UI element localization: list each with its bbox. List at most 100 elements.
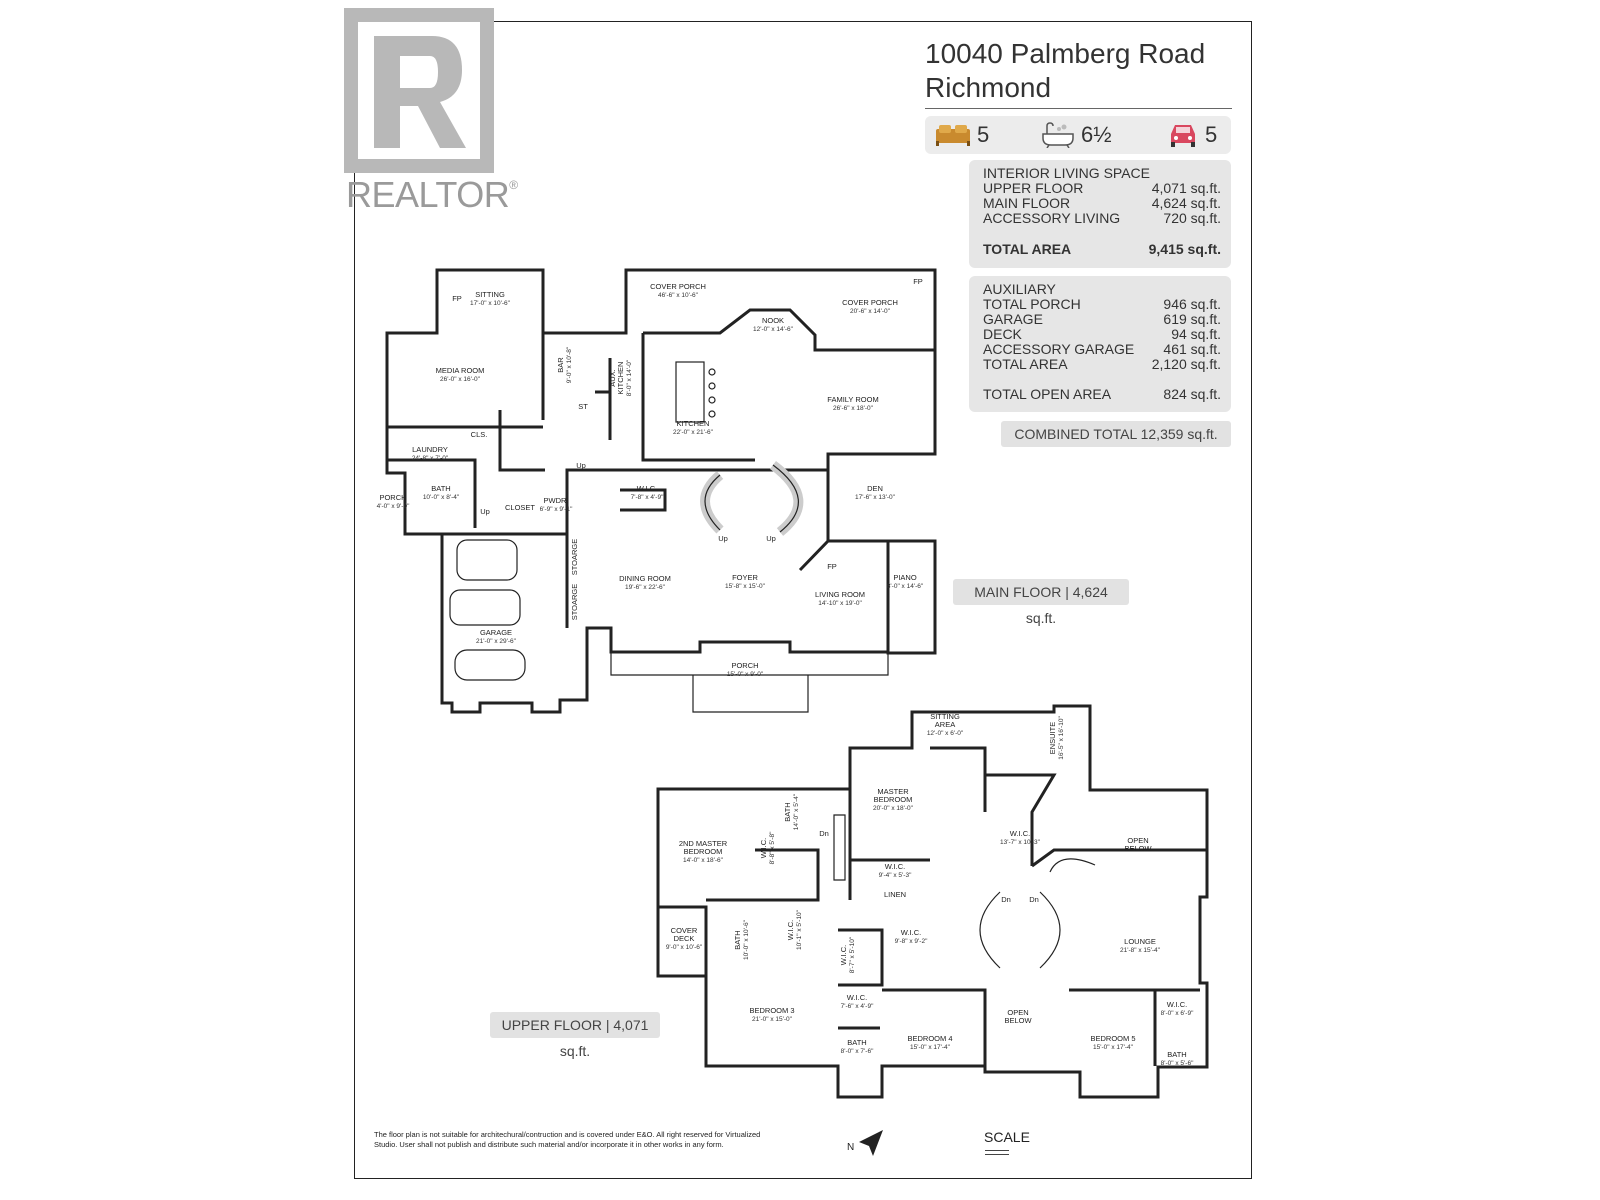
upper-room-dimensions: 14'-0" x 18'-6" (683, 857, 724, 864)
main-room-dimensions: 21'-0" x 29'-6" (476, 638, 517, 645)
bedrooms-count: 5 (977, 122, 990, 147)
main-room-name: MEDIA ROOM (436, 366, 485, 375)
upper-room-dimensions: 16'-5" x 16'-10" (1058, 716, 1065, 760)
upper-floor-label: UPPER FLOOR | 4,071 sq.ft. (490, 1012, 660, 1059)
main-room-dimensions: 20'-6" x 14'-0" (850, 308, 891, 315)
main-room-name: PORCH (731, 661, 758, 670)
upper-room-name: W.I.C. (1167, 1000, 1187, 1009)
main-room-dimensions: 46'-6" x 10'-6" (658, 292, 699, 299)
upper-room-name: W.I.C. (885, 862, 905, 871)
upper-room: LINEN (884, 890, 906, 899)
main-room-name: COVER PORCH (650, 282, 706, 291)
scale-label: SCALE (984, 1129, 1030, 1145)
main-floor-label: CLS. (471, 430, 488, 439)
upper-room-name: BEDROOM (684, 847, 723, 856)
upper-room-name: W.I.C. (759, 838, 768, 858)
main-room: W.I.C.7'-8" x 4'-9" (631, 484, 664, 501)
upper-room-name: W.I.C. (901, 928, 921, 937)
main-room-name: PWDR. (544, 496, 569, 505)
upper-room-name: W.I.C. (839, 945, 848, 965)
auxiliary-heading: AUXILIARY (983, 281, 1056, 297)
main-floor-label: STOARGE (570, 584, 579, 621)
upper-room-dimensions: 20'-0" x 18'-0" (873, 805, 914, 812)
upper-room: W.I.C.7'-6" x 4'-9" (841, 993, 874, 1010)
upper-room-name: BATH (783, 802, 792, 821)
main-room-dimensions: 26'-6" x 18'-0" (833, 405, 874, 412)
upper-room-name: W.I.C. (847, 993, 867, 1002)
main-room-dimensions: 17'-0" x 10'-6" (470, 300, 511, 307)
upper-room: W.I.C.8'-7" x 5'-10" (839, 936, 856, 973)
main-floor-label: FP (913, 277, 923, 286)
main-room-name: AUX. (608, 369, 617, 387)
upper-room-name: BELOW (1124, 844, 1152, 853)
main-room-name: KITCHEN (677, 419, 710, 428)
upper-room-dimensions: 9'-8" x 9'-2" (895, 938, 928, 945)
upper-floor-walls (656, 704, 1209, 1099)
upper-room-name: SITTING (930, 712, 960, 721)
main-floor-label: FP (827, 562, 837, 571)
scale-bar (985, 1150, 1009, 1155)
main-room-name: LIVING ROOM (815, 590, 865, 599)
upper-room-name: BELOW (1004, 1016, 1032, 1025)
upper-room-name: BEDROOM 3 (749, 1006, 794, 1015)
upper-room: BEDROOM 415'-0" x 17'-4" (907, 1034, 952, 1051)
main-floor-label: ST (578, 402, 588, 411)
stats-bar: 5 6½ 5 (925, 116, 1231, 154)
main-floor-label: CLOSET (505, 503, 535, 512)
main-floor-label: MAIN FLOOR | 4,624 sq.ft. (953, 579, 1129, 626)
upper-room-dimensions: 15'-0" x 17'-4" (1093, 1044, 1134, 1051)
address-line1: 10040 Palmberg Road (925, 38, 1206, 69)
upper-room-name: LINEN (884, 890, 906, 899)
main-room-dimensions: 12'-0" x 14'-6" (753, 326, 794, 333)
upper-room-dimensions: 8'-8" x 5'-8" (769, 831, 776, 864)
main-room: PWDR.6'-9" x 9'-1" (540, 496, 573, 513)
upper-room-name: BEDROOM 4 (907, 1034, 952, 1043)
upper-room-name: AREA (935, 720, 955, 729)
main-room-dimensions: 8'-0" x 14'-0" (626, 359, 633, 396)
main-room-dimensions: 10'-0" x 8'-4" (423, 494, 460, 501)
upper-room-dimensions: 8'-0" x 6'-9" (1161, 1010, 1194, 1017)
main-room-name: FAMILY ROOM (827, 395, 878, 404)
main-room-dimensions: 14'-10" x 19'-0" (818, 600, 862, 607)
main-floor-label: STOARGE (570, 539, 579, 576)
upper-room-name: W.I.C. (786, 920, 795, 940)
main-room-dimensions: 7'-8" x 4'-9" (631, 494, 664, 501)
upper-room-name: COVER (671, 926, 698, 935)
upper-room-dimensions: 14'-0" x 5'-4" (793, 793, 800, 830)
bathrooms-count: 6½ (1081, 122, 1112, 147)
main-floor-label: Up (576, 461, 586, 470)
parking-stat: 5 (1167, 122, 1217, 148)
upper-room-name: OPEN (1127, 836, 1148, 845)
upper-room-name: BEDROOM (874, 795, 913, 804)
upper-room-name: W.I.C. (1010, 829, 1030, 838)
upper-room-dimensions: 13'-7" x 10'-3" (1000, 839, 1041, 846)
main-room-name: GARAGE (480, 628, 512, 637)
upper-room-name: DECK (674, 934, 695, 943)
upper-room-dimensions: 12'-0" x 6'-0" (927, 730, 964, 737)
upper-room-name: OPEN (1007, 1008, 1028, 1017)
disclaimer: The floor plan is not suitable for archi… (374, 1130, 761, 1149)
upper-room: W.I.C.10'-1" x 5'-10" (786, 909, 803, 950)
upper-room: W.I.C.8'-0" x 6'-9" (1161, 1000, 1194, 1017)
